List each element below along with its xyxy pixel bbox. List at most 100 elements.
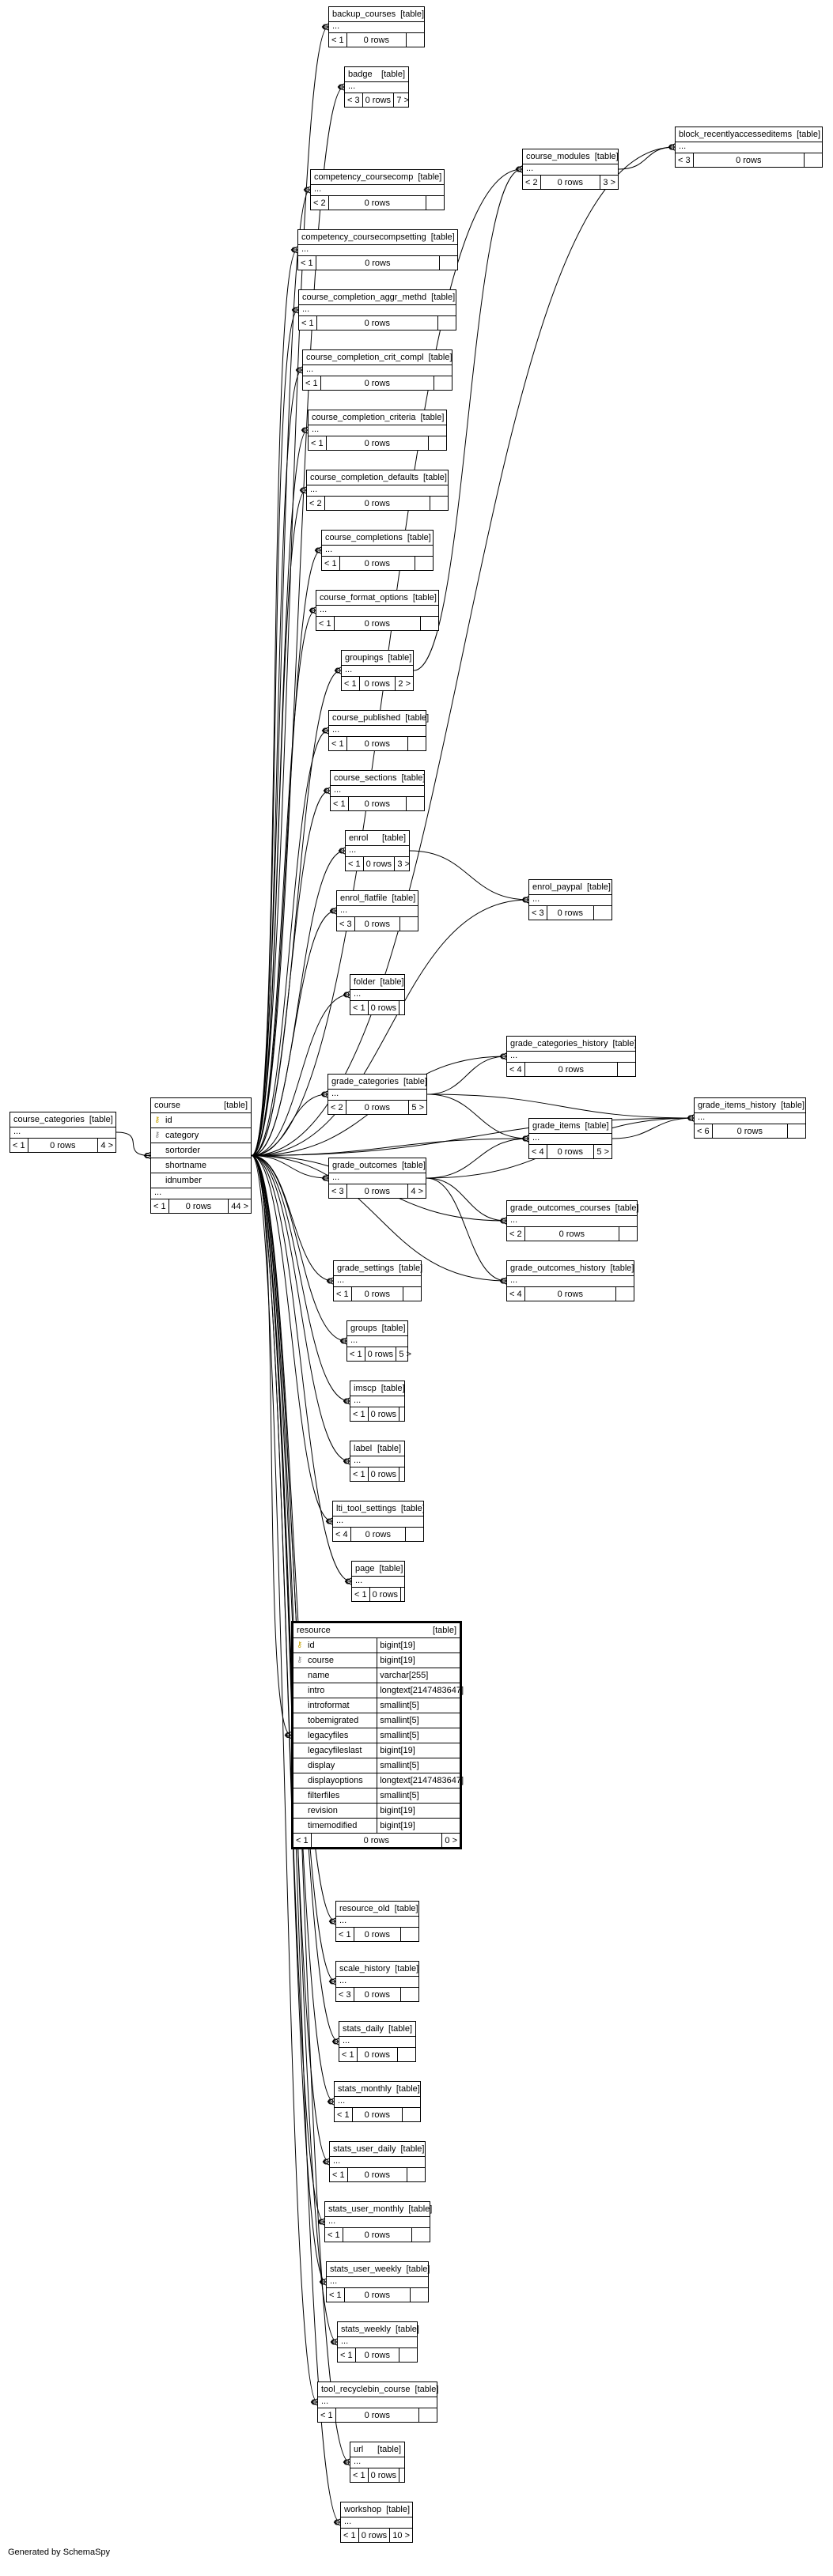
table-name[interactable]: grade_categories_history bbox=[510, 1039, 608, 1048]
table-name[interactable]: course bbox=[154, 1101, 181, 1110]
children-count[interactable] bbox=[619, 1227, 637, 1241]
parents-count[interactable]: < 4 bbox=[507, 1287, 525, 1301]
parents-count[interactable]: < 1 bbox=[316, 617, 335, 630]
children-count[interactable] bbox=[401, 1928, 418, 1941]
parents-count[interactable]: < 2 bbox=[507, 1227, 525, 1241]
children-count[interactable] bbox=[421, 617, 438, 630]
table-name[interactable]: groupings bbox=[345, 653, 384, 663]
table-name[interactable]: course_completions bbox=[325, 533, 403, 542]
parents-count[interactable]: < 1 bbox=[352, 1588, 370, 1601]
children-count[interactable]: 4 > bbox=[100, 1140, 113, 1150]
table-course-completion-aggr-methd[interactable]: course_completion_aggr_methd[table]...< … bbox=[298, 289, 456, 330]
table-name[interactable]: stats_weekly bbox=[341, 2325, 391, 2334]
parents-count[interactable]: < 4 bbox=[507, 1063, 525, 1076]
children-count[interactable] bbox=[407, 797, 424, 810]
parents-count[interactable]: < 3 bbox=[329, 1184, 347, 1198]
children-count[interactable] bbox=[412, 2228, 430, 2242]
children-count[interactable] bbox=[411, 2288, 428, 2302]
children-count[interactable] bbox=[438, 316, 456, 330]
table-name[interactable]: stats_monthly bbox=[338, 2084, 392, 2094]
table-name[interactable]: enrol bbox=[349, 833, 369, 843]
parents-count[interactable]: < 3 bbox=[676, 153, 694, 167]
children-count[interactable]: 44 > bbox=[231, 1201, 248, 1211]
table-name[interactable]: grade_outcomes_courses bbox=[510, 1203, 611, 1213]
table-name[interactable]: tool_recyclebin_course bbox=[321, 2385, 411, 2394]
table-name[interactable]: workshop bbox=[344, 2505, 382, 2514]
table-name[interactable]: course_categories bbox=[13, 1115, 85, 1124]
parents-count[interactable]: < 3 bbox=[336, 1988, 354, 2001]
parents-count[interactable]: < 3 bbox=[529, 906, 547, 920]
table-name[interactable]: enrol_flatfile bbox=[340, 893, 388, 903]
table-name[interactable]: course_published bbox=[332, 713, 401, 723]
children-count[interactable] bbox=[407, 33, 424, 47]
children-count[interactable] bbox=[407, 2168, 425, 2181]
table-name[interactable]: folder bbox=[354, 977, 376, 987]
children-count[interactable]: 5 > bbox=[596, 1146, 609, 1157]
table-name[interactable]: stats_daily bbox=[343, 2024, 384, 2034]
parents-count[interactable]: < 1 bbox=[325, 2228, 343, 2242]
children-count[interactable]: 3 > bbox=[603, 177, 615, 187]
parents-count[interactable]: < 1 bbox=[298, 256, 316, 270]
parents-count[interactable]: < 1 bbox=[331, 797, 349, 810]
table-name[interactable]: course_completion_crit_compl bbox=[306, 353, 424, 362]
children-count[interactable] bbox=[399, 2348, 417, 2362]
table-name[interactable]: label bbox=[354, 1444, 373, 1453]
parents-count[interactable]: < 1 bbox=[335, 2108, 353, 2121]
children-count[interactable] bbox=[399, 1001, 417, 1014]
table-name[interactable]: page bbox=[355, 1564, 375, 1573]
children-count[interactable] bbox=[430, 497, 448, 510]
table-name[interactable]: grade_outcomes bbox=[332, 1161, 397, 1170]
parents-count[interactable]: < 1 bbox=[350, 1001, 369, 1014]
table-name[interactable]: stats_user_daily bbox=[333, 2144, 396, 2154]
children-count[interactable] bbox=[406, 1528, 423, 1541]
parents-count[interactable]: < 4 bbox=[333, 1528, 351, 1541]
table-name[interactable]: grade_outcomes_history bbox=[510, 1263, 606, 1273]
parents-count[interactable]: < 3 bbox=[337, 917, 355, 931]
parents-count[interactable]: < 1 bbox=[309, 436, 327, 450]
table-name[interactable]: course_completion_defaults bbox=[310, 473, 418, 482]
table-name[interactable]: course_format_options bbox=[320, 593, 408, 602]
parents-count[interactable]: < 2 bbox=[311, 196, 329, 210]
children-count[interactable] bbox=[399, 1407, 417, 1421]
children-count[interactable] bbox=[400, 917, 418, 931]
parents-count[interactable]: < 1 bbox=[339, 2048, 358, 2061]
table-course-completion-crit-compl[interactable]: course_completion_crit_compl[table]...< … bbox=[302, 349, 452, 391]
table-name[interactable]: stats_user_weekly bbox=[330, 2264, 402, 2274]
parents-count[interactable]: < 1 bbox=[350, 1407, 369, 1421]
children-count[interactable]: 10 > bbox=[392, 2530, 410, 2540]
table-name[interactable]: competency_coursecompsetting bbox=[301, 232, 426, 242]
children-count[interactable] bbox=[403, 1287, 421, 1301]
table-name[interactable]: competency_coursecomp bbox=[314, 172, 414, 182]
children-count[interactable] bbox=[419, 2408, 437, 2422]
parents-count[interactable]: < 1 bbox=[322, 557, 340, 570]
children-count[interactable] bbox=[399, 1467, 417, 1481]
table-name[interactable]: grade_categories bbox=[331, 1077, 399, 1086]
parents-count[interactable]: < 2 bbox=[307, 497, 325, 510]
children-count[interactable]: 5 > bbox=[411, 1102, 424, 1112]
table-name[interactable]: enrol_paypal bbox=[532, 882, 582, 892]
parents-count[interactable]: < 1 bbox=[338, 2348, 356, 2362]
parents-count[interactable]: < 1 bbox=[334, 1287, 352, 1301]
children-count[interactable]: 3 > bbox=[397, 859, 411, 869]
children-count[interactable]: 5 > bbox=[399, 1349, 412, 1359]
table-name[interactable]: stats_user_monthly bbox=[328, 2204, 404, 2214]
table-name[interactable]: backup_courses bbox=[332, 9, 396, 19]
children-count[interactable] bbox=[429, 436, 446, 450]
